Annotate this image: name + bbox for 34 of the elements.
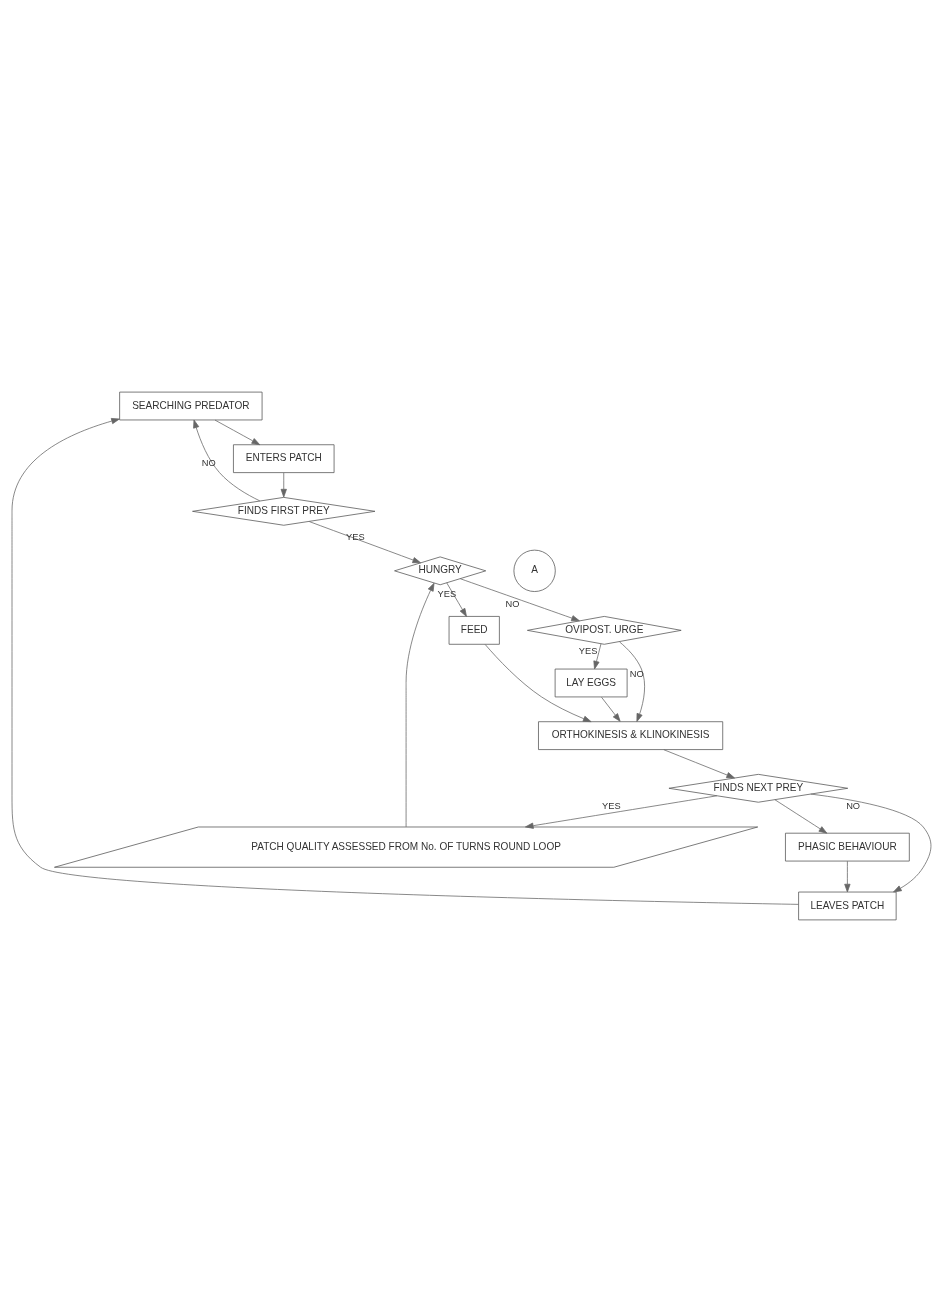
arrow: [280, 472, 287, 498]
edge-label: NO: [629, 668, 644, 679]
node-diamond: FINDS FIRST PREY: [192, 497, 376, 526]
arrow: [11, 418, 799, 905]
arrow: [459, 578, 580, 622]
arrow: [774, 799, 828, 834]
arrow: [601, 696, 621, 722]
node-box: LAY EGGS: [554, 668, 628, 698]
node-box: ORTHOKINESIS & KLINOKINESIS: [538, 721, 724, 750]
arrow: [193, 419, 261, 502]
arrow: [663, 749, 735, 779]
edge-label: YES: [578, 645, 598, 656]
node-box: ENTERS PATCH: [233, 444, 335, 473]
arrow: [308, 521, 421, 564]
arrow: [844, 860, 851, 893]
arrow: [405, 582, 435, 828]
edge-label: YES: [346, 531, 365, 542]
arrow: [593, 643, 602, 670]
arrow: [619, 641, 645, 722]
node-circle: A: [513, 549, 556, 592]
arrow: [810, 793, 932, 893]
edge-label: NO: [201, 457, 216, 468]
arrow: [525, 795, 718, 829]
node-box: PHASIC BEHAVIOUR: [785, 832, 910, 862]
node-box: SEARCHING PREDATOR: [119, 391, 263, 421]
edge-label: NO: [505, 599, 520, 610]
edge-label: NO: [846, 801, 861, 812]
edge-label: YES: [437, 588, 457, 599]
edge-label: YES: [602, 800, 621, 811]
arrow: [484, 644, 592, 723]
arrow: [446, 582, 467, 617]
node-box: FEED: [448, 616, 500, 645]
node-box: LEAVES PATCH: [798, 891, 897, 921]
arrow: [214, 419, 261, 446]
